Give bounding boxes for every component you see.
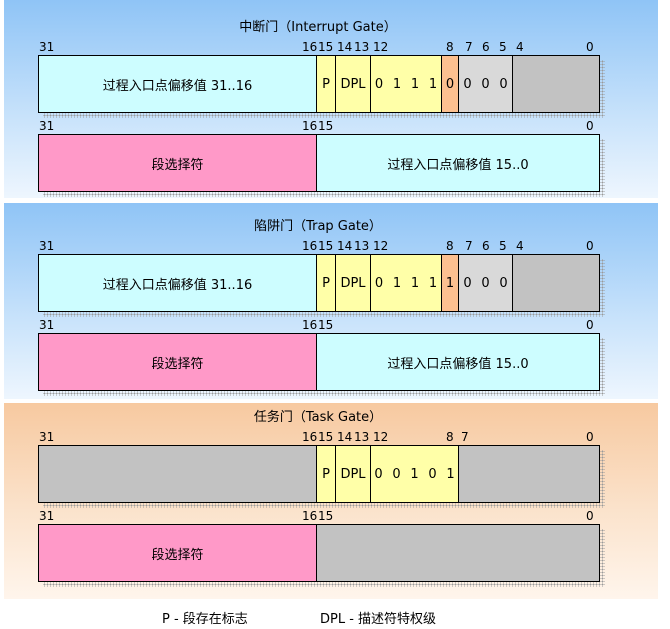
type-bit: 1 [446, 466, 455, 482]
zero-bit: 0 [481, 76, 490, 92]
bit-label: 13 [354, 239, 370, 253]
bit-label: 12 [373, 430, 389, 444]
zero-bits-field: 0 0 0 [458, 254, 513, 312]
bit-label: 15 [318, 509, 334, 523]
type-bits-field: 0 1 1 1 [370, 254, 442, 312]
offset-low-field: 过程入口点偏移值 15..0 [316, 333, 600, 391]
bit-label: 16 [302, 239, 318, 253]
offset-high-field: 过程入口点偏移值 31..16 [38, 55, 317, 113]
reserved-field [512, 55, 600, 113]
bit-label: 8 [446, 239, 454, 253]
bit-label: 31 [39, 239, 55, 253]
bit-label: 14 [337, 40, 353, 54]
type-bit: 0 [374, 466, 383, 482]
type-bit: 1 [410, 275, 420, 291]
bit-label: 16 [302, 119, 318, 133]
task-gate-title: 任务门（Task Gate） [253, 410, 383, 425]
bit-label: 7 [465, 239, 473, 253]
selector-field: 段选择符 [38, 524, 317, 582]
zero-bit: 0 [499, 275, 508, 291]
bit-label: 14 [337, 239, 353, 253]
bit-label: 5 [499, 239, 507, 253]
bit-label: 15 [318, 318, 334, 332]
bit-label: 4 [516, 40, 524, 54]
bit-label: 13 [354, 40, 370, 54]
zero-bit: 0 [463, 275, 472, 291]
type-bit: 0 [428, 466, 437, 482]
bit-label: 4 [516, 239, 524, 253]
reserved-low-field [458, 445, 600, 503]
bit-label: 14 [337, 430, 353, 444]
zero-bit: 0 [499, 76, 508, 92]
type-bit: 0 [374, 275, 384, 291]
zero-bits-field: 0 0 0 [458, 55, 513, 113]
p-flag-field: P [316, 254, 336, 312]
bit-label: 8 [446, 40, 454, 54]
bit-label: 6 [482, 239, 490, 253]
bit-label: 7 [461, 430, 469, 444]
bit-label: 31 [39, 119, 55, 133]
dpl-field: DPL [335, 254, 371, 312]
reserved-field [512, 254, 600, 312]
bit-label: 31 [39, 430, 55, 444]
bit-label: 31 [39, 40, 55, 54]
p-flag-field: P [316, 445, 336, 503]
type-bit: 1 [392, 76, 402, 92]
offset-high-field: 过程入口点偏移值 31..16 [38, 254, 317, 312]
bit-label: 0 [586, 509, 594, 523]
type-bit: 1 [410, 466, 419, 482]
bit-label: 16 [302, 430, 318, 444]
dpl-field: DPL [335, 445, 371, 503]
bit-label: 12 [373, 40, 389, 54]
offset-low-field: 过程入口点偏移值 15..0 [316, 134, 600, 192]
bit-label: 0 [586, 119, 594, 133]
type-bit: 1 [428, 76, 438, 92]
bit-label: 7 [465, 40, 473, 54]
bit-label: 0 [586, 318, 594, 332]
trap-gate-title: 陷阱门（Trap Gate） [254, 219, 382, 234]
dpl-field: DPL [335, 55, 371, 113]
bit-label: 16 [302, 318, 318, 332]
selector-field: 段选择符 [38, 134, 317, 192]
d-bit-field: 1 [441, 254, 459, 312]
bit-label: 15 [318, 239, 334, 253]
bit-label: 6 [482, 40, 490, 54]
type-bit: 0 [374, 76, 384, 92]
type-bits-field: 0 1 1 1 [370, 55, 442, 113]
d-bit-field: 0 [441, 55, 459, 113]
bit-label: 5 [499, 40, 507, 54]
legend-p: P - 段存在标志 [162, 612, 248, 627]
bit-label: 13 [354, 430, 370, 444]
type-bit: 0 [392, 466, 401, 482]
bit-label: 12 [373, 239, 389, 253]
selector-field: 段选择符 [38, 333, 317, 391]
bit-label: 0 [586, 430, 594, 444]
zero-bit: 0 [463, 76, 472, 92]
reserved-high-field [38, 445, 317, 503]
bit-label: 8 [446, 430, 454, 444]
bit-label: 15 [318, 40, 334, 54]
bit-label: 0 [586, 40, 594, 54]
type-bit: 1 [410, 76, 420, 92]
interrupt-gate-title: 中断门（Interrupt Gate） [239, 20, 397, 35]
bit-label: 16 [302, 509, 318, 523]
type-bit: 1 [428, 275, 438, 291]
reserved-field [316, 524, 600, 582]
p-flag-field: P [316, 55, 336, 113]
legend-dpl: DPL - 描述符特权级 [320, 612, 437, 627]
zero-bit: 0 [481, 275, 490, 291]
bit-label: 31 [39, 318, 55, 332]
type-bits-field: 0 0 1 0 1 [370, 445, 459, 503]
bit-label: 0 [586, 239, 594, 253]
type-bit: 1 [392, 275, 402, 291]
bit-label: 15 [318, 119, 334, 133]
bit-label: 15 [318, 430, 334, 444]
bit-label: 16 [302, 40, 318, 54]
bit-label: 31 [39, 509, 55, 523]
